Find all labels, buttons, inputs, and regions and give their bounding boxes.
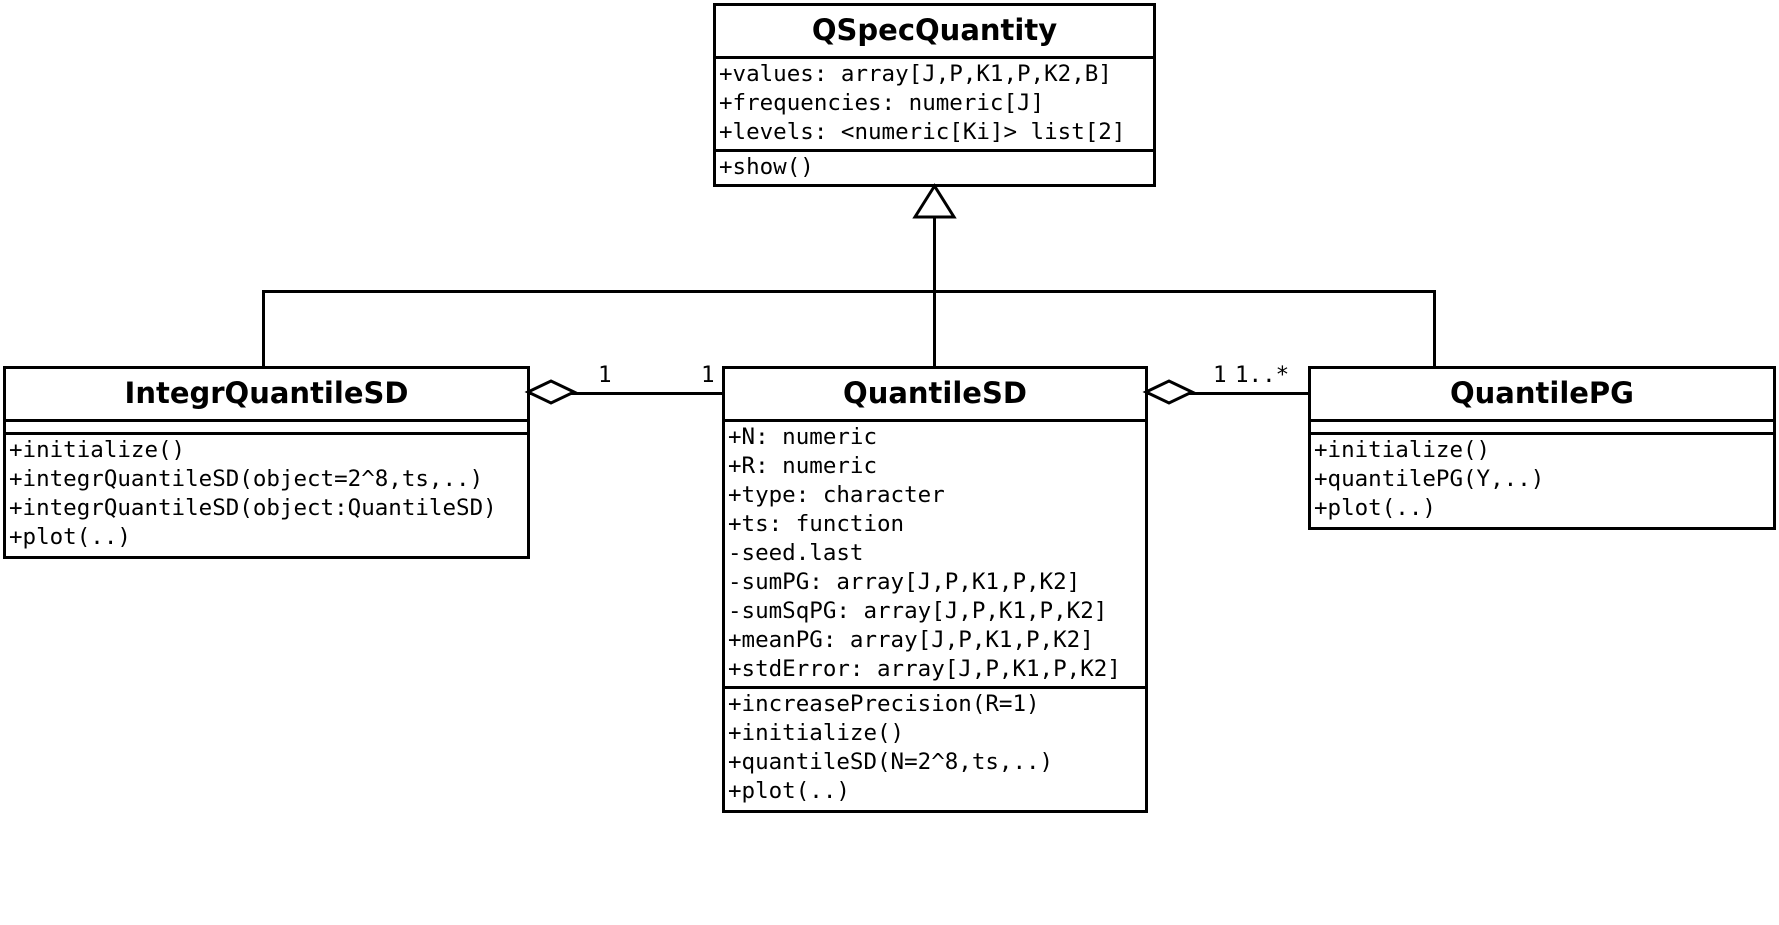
attribute-row: +type: character bbox=[728, 482, 945, 508]
class-box-qspecquantity[interactable]: QSpecQuantity +values: array[J,P,K1,P,K2… bbox=[713, 3, 1156, 187]
aggregation-line-left bbox=[528, 392, 726, 395]
multiplicity-label-right-far: 1..* bbox=[1235, 362, 1290, 388]
attribute-row: +ts: function bbox=[728, 511, 905, 537]
methods-compartment-quantilesd: +increasePrecision(R=1) +initialize() +q… bbox=[725, 686, 1145, 808]
method-row: +integrQuantileSD(object=2^8,ts,..) bbox=[9, 466, 484, 492]
attribute-row: +frequencies: numeric[J] bbox=[719, 90, 1045, 116]
method-row: +quantilePG(Y,..) bbox=[1314, 466, 1545, 492]
method-row: +increasePrecision(R=1) bbox=[728, 691, 1040, 717]
attribute-row: -seed.last bbox=[728, 540, 864, 566]
generalization-branch-quantilesd bbox=[933, 290, 936, 368]
method-row: +plot(..) bbox=[9, 524, 131, 550]
method-row: +quantileSD(N=2^8,ts,..) bbox=[728, 749, 1054, 775]
attribute-row: -sumSqPG: array[J,P,K1,P,K2] bbox=[728, 598, 1108, 624]
multiplicity-label-left-far: 1 bbox=[701, 362, 715, 388]
generalization-bus-horizontal bbox=[262, 290, 1436, 293]
attribute-row: +N: numeric bbox=[728, 424, 878, 450]
class-title-qspecquantity: QSpecQuantity bbox=[811, 13, 1058, 47]
class-title-integrquantilesd: IntegrQuantileSD bbox=[124, 376, 409, 410]
methods-compartment-quantilepg: +initialize() +quantilePG(Y,..) +plot(..… bbox=[1311, 432, 1773, 525]
methods-compartment-integrquantilesd: +initialize() +integrQuantileSD(object=2… bbox=[6, 432, 527, 554]
method-row: +show() bbox=[719, 154, 814, 180]
attribute-row: +meanPG: array[J,P,K1,P,K2] bbox=[728, 627, 1094, 653]
class-title-quantilepg: QuantilePG bbox=[1450, 376, 1634, 410]
attributes-compartment-quantilesd: +N: numeric +R: numeric +type: character… bbox=[725, 419, 1145, 686]
generalization-branch-integrquantilesd bbox=[262, 290, 265, 368]
class-title-quantilesd: QuantileSD bbox=[843, 376, 1027, 410]
attributes-compartment-quantilepg bbox=[1311, 419, 1773, 432]
class-box-integrquantilesd[interactable]: IntegrQuantileSD +initialize() +integrQu… bbox=[3, 366, 530, 559]
attribute-row: +stdError: array[J,P,K1,P,K2] bbox=[728, 656, 1121, 682]
attribute-row: +levels: <numeric[Ki]> list[2] bbox=[719, 119, 1126, 145]
attribute-row: +R: numeric bbox=[728, 453, 878, 479]
aggregation-line-right bbox=[1145, 392, 1310, 395]
multiplicity-label-left-near: 1 bbox=[598, 362, 612, 388]
generalization-branch-quantilepg bbox=[1433, 290, 1436, 368]
method-row: +initialize() bbox=[728, 720, 905, 746]
attribute-row: -sumPG: array[J,P,K1,P,K2] bbox=[728, 569, 1081, 595]
generalization-stem-vertical bbox=[933, 212, 936, 292]
method-row: +plot(..) bbox=[1314, 495, 1436, 521]
attributes-compartment-integrquantilesd bbox=[6, 419, 527, 432]
methods-compartment-qspecquantity: +show() bbox=[716, 149, 1153, 184]
method-row: +integrQuantileSD(object:QuantileSD) bbox=[9, 495, 497, 521]
method-row: +plot(..) bbox=[728, 778, 850, 804]
attributes-compartment-qspecquantity: +values: array[J,P,K1,P,K2,B] +frequenci… bbox=[716, 56, 1153, 149]
attribute-row: +values: array[J,P,K1,P,K2,B] bbox=[719, 61, 1112, 87]
multiplicity-label-right-near: 1 bbox=[1213, 362, 1227, 388]
method-row: +initialize() bbox=[9, 437, 186, 463]
class-box-quantilepg[interactable]: QuantilePG +initialize() +quantilePG(Y,.… bbox=[1308, 366, 1776, 530]
method-row: +initialize() bbox=[1314, 437, 1491, 463]
class-box-quantilesd[interactable]: QuantileSD +N: numeric +R: numeric +type… bbox=[722, 366, 1148, 813]
